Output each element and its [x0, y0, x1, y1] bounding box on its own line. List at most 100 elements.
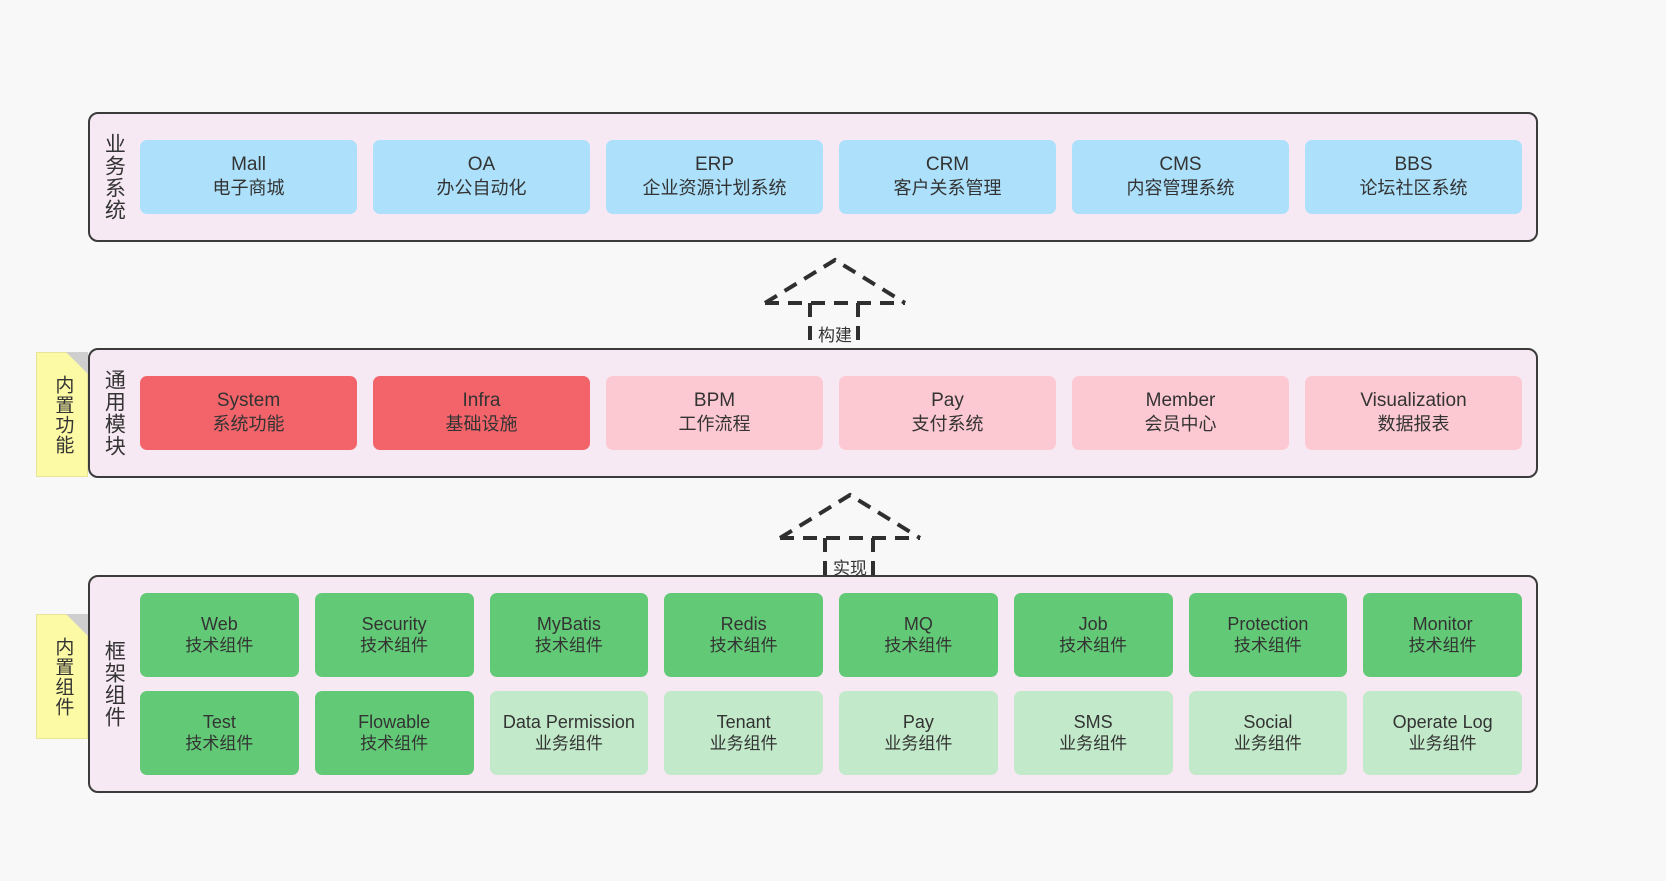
box-subtitle: 业务组件: [1408, 734, 1477, 754]
box-title: Pay: [931, 390, 964, 412]
box-subtitle: 业务组件: [534, 734, 603, 754]
box-pay[interactable]: Pay 支付系统: [839, 376, 1056, 450]
box-title: Test: [202, 711, 236, 732]
layer-body-business-systems: Mall 电子商城 OA 办公自动化 ERP 企业资源计划系统 CRM 客户关系…: [136, 114, 1536, 240]
layer-business-systems: 业务系统 Mall 电子商城 OA 办公自动化 ERP 企业资源计划系统 CRM…: [88, 112, 1538, 242]
box-flowable[interactable]: Flowable 技术组件: [314, 691, 474, 775]
box-protection[interactable]: Protection 技术组件: [1188, 593, 1348, 677]
box-social[interactable]: Social 业务组件: [1188, 691, 1348, 775]
box-title: CMS: [1159, 154, 1202, 176]
box-title: MQ: [903, 613, 933, 634]
box-subtitle: 技术组件: [1408, 636, 1477, 656]
box-title: Visualization: [1360, 390, 1467, 412]
box-redis[interactable]: Redis 技术组件: [664, 593, 823, 677]
box-subtitle: 技术组件: [534, 636, 603, 656]
box-test[interactable]: Test 技术组件: [140, 691, 299, 775]
box-subtitle: 业务组件: [1059, 734, 1128, 754]
sticky-note-label: 内置功能: [52, 374, 74, 455]
box-subtitle: 电子商城: [212, 178, 285, 199]
box-crm[interactable]: CRM 客户关系管理: [839, 140, 1056, 214]
box-subtitle: 系统功能: [212, 414, 285, 435]
box-title: Redis: [720, 613, 767, 634]
connector-implement: 实现: [760, 483, 940, 593]
layer-body-common-modules: System 系统功能 Infra 基础设施 BPM 工作流程 Pay 支付系统…: [136, 350, 1536, 476]
box-mall[interactable]: Mall 电子商城: [140, 140, 357, 214]
box-title: Infra: [462, 390, 501, 412]
box-data-permission[interactable]: Data Permission 业务组件: [489, 691, 649, 775]
box-tenant[interactable]: Tenant 业务组件: [664, 691, 823, 775]
box-title: Tenant: [716, 711, 771, 732]
box-security[interactable]: Security 技术组件: [314, 593, 474, 677]
box-title: Job: [1078, 613, 1108, 634]
box-pay-component[interactable]: Pay 业务组件: [839, 691, 998, 775]
box-title: Monitor: [1412, 613, 1473, 634]
box-erp[interactable]: ERP 企业资源计划系统: [606, 140, 823, 214]
box-subtitle: 企业资源计划系统: [642, 178, 787, 199]
box-title: BBS: [1394, 154, 1433, 176]
box-title: SMS: [1073, 711, 1113, 732]
layer-title-common-modules: 通用模块: [102, 369, 126, 457]
box-web[interactable]: Web 技术组件: [140, 593, 299, 677]
box-subtitle: 技术组件: [709, 636, 778, 656]
layer-title-business-systems: 业务系统: [102, 133, 126, 221]
box-subtitle: 技术组件: [1059, 636, 1128, 656]
box-subtitle: 办公自动化: [436, 178, 527, 199]
box-title: Social: [1243, 711, 1293, 732]
box-subtitle: 客户关系管理: [893, 178, 1002, 199]
box-bbs[interactable]: BBS 论坛社区系统: [1305, 140, 1522, 214]
box-member[interactable]: Member 会员中心: [1072, 376, 1289, 450]
layer-title-framework-components: 框架组件: [102, 640, 126, 728]
box-subtitle: 内容管理系统: [1126, 178, 1235, 199]
layer-body-framework-components: Web 技术组件 Security 技术组件 MyBatis 技术组件 Redi…: [136, 577, 1536, 791]
connector-label-build: 构建: [818, 326, 852, 345]
box-title: ERP: [694, 154, 735, 176]
box-subtitle: 业务组件: [709, 734, 778, 754]
box-mq[interactable]: MQ 技术组件: [839, 593, 998, 677]
connector-label-implement: 实现: [833, 559, 867, 578]
box-subtitle: 业务组件: [884, 734, 953, 754]
box-visualization[interactable]: Visualization 数据报表: [1305, 376, 1522, 450]
box-title: MyBatis: [536, 613, 601, 634]
box-oa[interactable]: OA 办公自动化: [373, 140, 590, 214]
box-title: Protection: [1227, 613, 1309, 634]
box-title: Pay: [902, 711, 934, 732]
box-title: Data Permission: [502, 711, 635, 732]
box-subtitle: 支付系统: [911, 414, 984, 435]
box-subtitle: 数据报表: [1377, 414, 1450, 435]
box-title: OA: [467, 154, 496, 176]
box-subtitle: 技术组件: [884, 636, 953, 656]
box-title: Web: [201, 613, 238, 634]
box-sms[interactable]: SMS 业务组件: [1013, 691, 1173, 775]
box-subtitle: 技术组件: [360, 636, 429, 656]
box-cms[interactable]: CMS 内容管理系统: [1072, 140, 1289, 214]
box-title: Operate Log: [1392, 711, 1493, 732]
box-title: CRM: [925, 154, 970, 176]
layer-framework-components: 框架组件 Web 技术组件 Security 技术组件 MyBatis 技术组件…: [88, 575, 1538, 793]
box-subtitle: 业务组件: [1233, 734, 1302, 754]
box-subtitle: 工作流程: [678, 414, 751, 435]
sticky-note-label: 内置组件: [52, 636, 74, 717]
box-bpm[interactable]: BPM 工作流程: [606, 376, 823, 450]
layer-row: Test 技术组件 Flowable 技术组件 Data Permission …: [140, 691, 1522, 775]
box-title: Mall: [231, 154, 266, 176]
box-subtitle: 论坛社区系统: [1359, 178, 1468, 199]
box-title: Security: [361, 613, 427, 634]
box-subtitle: 技术组件: [360, 734, 429, 754]
box-operate-log[interactable]: Operate Log 业务组件: [1363, 691, 1522, 775]
box-system[interactable]: System 系统功能: [140, 376, 357, 450]
box-subtitle: 技术组件: [185, 636, 254, 656]
layer-row: System 系统功能 Infra 基础设施 BPM 工作流程 Pay 支付系统…: [140, 376, 1522, 450]
layer-row: Web 技术组件 Security 技术组件 MyBatis 技术组件 Redi…: [140, 593, 1522, 677]
sticky-note-builtin-components: 内置组件: [36, 614, 88, 739]
box-job[interactable]: Job 技术组件: [1013, 593, 1173, 677]
box-subtitle: 技术组件: [1233, 636, 1302, 656]
layer-row: Mall 电子商城 OA 办公自动化 ERP 企业资源计划系统 CRM 客户关系…: [140, 140, 1522, 214]
box-infra[interactable]: Infra 基础设施: [373, 376, 590, 450]
box-subtitle: 技术组件: [185, 734, 254, 754]
generalization-arrow-icon: [778, 492, 922, 593]
box-monitor[interactable]: Monitor 技术组件: [1363, 593, 1522, 677]
box-title: System: [216, 390, 281, 412]
box-mybatis[interactable]: MyBatis 技术组件: [489, 593, 649, 677]
box-title: Flowable: [358, 711, 431, 732]
layer-common-modules: 通用模块 System 系统功能 Infra 基础设施 BPM 工作流程 Pay…: [88, 348, 1538, 478]
